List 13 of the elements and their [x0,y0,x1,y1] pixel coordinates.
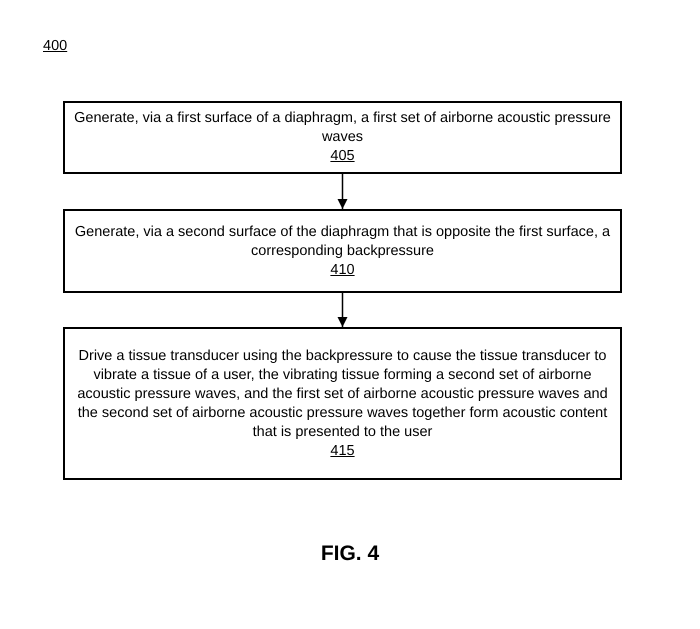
step-text: Generate, via a first surface of a diaphragm, a first set of airborne acoustic pressure waves [73,109,612,147]
reference-number: 405 [330,147,355,166]
process-box [63,327,622,480]
figure-reference-number: 400 [43,38,68,54]
figure-caption: FIG. 4 [320,542,380,566]
process-box [63,101,622,174]
reference-number: 410 [330,260,355,280]
arrow [338,174,348,209]
reference-number: 415 [330,442,355,460]
process-box [63,209,622,293]
arrow [338,293,348,327]
step-text: Generate, via a second surface of the diaphragm that is opposite the first surface, a corresponding backpressure [74,222,612,260]
step-text: Drive a tissue transducer using the backpressure to cause the tissue transducer to vibrate a tissue of a user, the vibrating tissue forming a second set of airborne acoustic pressure waves, and the first set of airborne acoustic pressure waves and the second set of airborne acoustic pressure waves together form acoustic content that is presented to the user [76,346,609,442]
